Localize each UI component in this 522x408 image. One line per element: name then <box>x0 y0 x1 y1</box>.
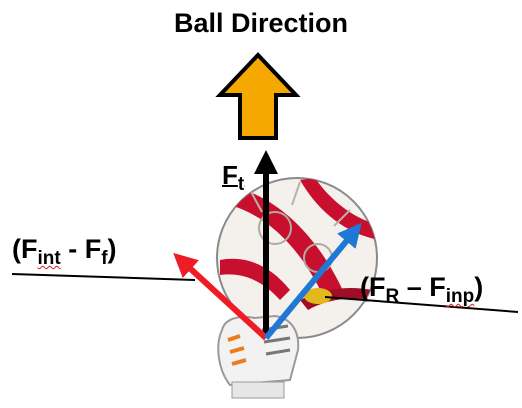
block-up-arrow-icon <box>215 52 301 140</box>
fr-minus: – <box>399 272 430 302</box>
fint-leader-line <box>11 273 196 281</box>
fint-close: ) <box>107 234 117 264</box>
fr-leader-line <box>324 296 519 313</box>
fint-f2: F <box>84 234 102 264</box>
fint-label: (Fint - Ff) <box>12 234 117 269</box>
fr-f1: F <box>369 272 386 302</box>
ft-label: Ft <box>222 160 244 195</box>
goalkeeper-glove-icon <box>217 314 300 399</box>
fint-minus: - <box>60 234 85 264</box>
fint-sub1: int <box>37 248 61 269</box>
ft-main: F <box>222 160 238 190</box>
fint-force-arrow <box>173 252 269 341</box>
fr-label: (FR – Finp) <box>360 272 484 307</box>
fr-sub2: inp <box>445 286 475 307</box>
fint-sub2: f <box>101 248 108 269</box>
fr-open: ( <box>360 272 369 302</box>
fr-close: ) <box>474 272 484 302</box>
fr-f2: F <box>429 272 446 302</box>
fint-open: ( <box>12 234 21 264</box>
ft-sub: t <box>237 174 245 195</box>
fr-force-arrow <box>263 222 362 340</box>
fint-f1: F <box>21 234 38 264</box>
fr-sub1: R <box>385 286 400 307</box>
diagram-title: Ball Direction <box>173 8 349 38</box>
